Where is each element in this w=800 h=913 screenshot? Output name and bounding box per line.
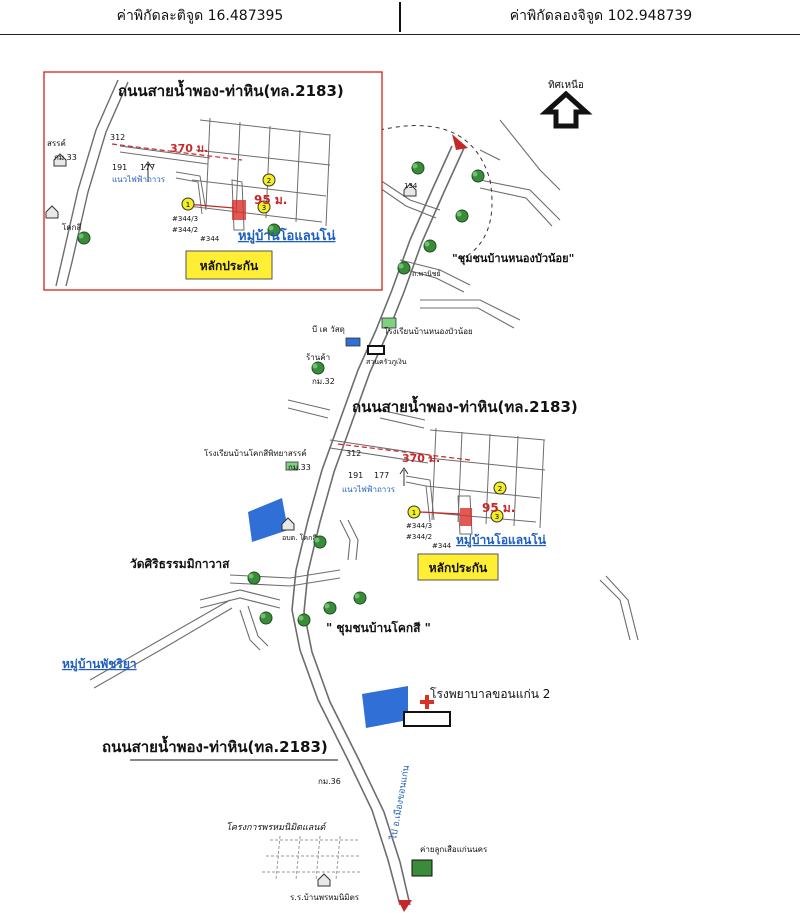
area-arc (379, 125, 493, 261)
hospital-label: โรงพยาบาลขอนแก่น 2 (430, 687, 550, 701)
km-33: กม.33 (288, 463, 311, 472)
inset-school-label: สรรค์ (47, 138, 66, 148)
coordinates-header: ค่าพิกัดละติจูด 16.487395 ค่าพิกัดลองจิจ… (0, 0, 800, 35)
inset-no-344-3: #344/3 (172, 215, 198, 223)
school-phrommanimit: ร.ร.บ้านพรหมนิมิตร (290, 893, 360, 902)
inset-collateral-box (185, 250, 273, 280)
north-arrow-icon (539, 90, 593, 129)
village-phatchariya: หมู่บ้านพัชริยา (62, 657, 137, 672)
inset-road-label: ถนนสายน้ำพอง-ท่าหิน(ทล.2183) (118, 79, 344, 100)
to-khon-kaen-label: ไป อ.เมืองขอนแก่น (388, 764, 412, 841)
north-label: ทิศเหนือ (548, 79, 584, 91)
header-divider (399, 2, 401, 32)
khok-si-office: อบต. โคกสี (282, 533, 317, 542)
gas-station-label: บี เค วัสดุ (312, 325, 345, 334)
inset-distance-95: 95 ม. (254, 193, 287, 207)
no-134: 134 (404, 182, 418, 190)
inset-distance-370: 370 ม. (170, 142, 208, 155)
project-grid (262, 835, 360, 881)
inset-marker-3: 3 (262, 204, 266, 212)
hospital-block (403, 711, 451, 727)
site-plot-highlight (460, 508, 472, 526)
site-power-line: แนวไฟฟ้าถาวร (342, 485, 396, 494)
site-no-177: 177 (374, 471, 389, 480)
school-khok-si: โรงเรียนบ้านโคกสีพิทยาสรรค์ (204, 448, 307, 458)
side-roads (89, 119, 639, 689)
site-no-191: 191 (348, 471, 363, 480)
temple-label: วัดศิริธรรมมิกาวาส (130, 557, 230, 571)
site-marker-2: 2 (498, 485, 502, 493)
khok-si-building (248, 498, 288, 542)
km-36: กม.36 (318, 777, 341, 786)
garden-label: สวนครัวภูเงิน (366, 358, 407, 366)
project-label: โครงการพรหมนิมิตแลนด์ (226, 821, 327, 833)
camp-label: ค่ายลูกเสือแก่นนคร (420, 845, 488, 855)
inset-no-177: 177 (140, 163, 155, 172)
site-no-344-3: #344/3 (406, 522, 432, 530)
site-collateral-label: หลักประกัน (429, 561, 488, 575)
camp-icon (411, 859, 433, 877)
site-detail (405, 427, 546, 535)
community-khok-si: " ชุมชนบ้านโคกสี " (326, 620, 431, 636)
site-distance-370: 370 ม. (402, 452, 440, 465)
main-road (291, 145, 465, 906)
road-label-south: ถนนสายน้ำพอง-ท่าหิน(ทล.2183) (102, 735, 328, 756)
inset-no-312: 312 (110, 133, 125, 142)
inset-collateral-label: หลักประกัน (200, 259, 259, 273)
hospital-cross-icon (420, 695, 434, 709)
km-32: กม.32 (312, 377, 335, 386)
inset-marker-2: 2 (267, 177, 271, 185)
inset-plot-highlight (232, 200, 246, 220)
site-distance-95: 95 ม. (482, 501, 515, 515)
shop-label: ร้านค้า (306, 353, 330, 362)
site-marker-3: 3 (495, 513, 499, 521)
site-village-label: หมู่บ้านโอแลนโน่ (456, 532, 547, 548)
inset-no-191: 191 (112, 163, 127, 172)
hospital-building (362, 686, 408, 728)
latitude-cell: ค่าพิกัดละติจูด 16.487395 (116, 8, 284, 24)
inset-map: 2 3 1 (45, 79, 331, 287)
inset-power-line: แนวไฟฟ้าถาวร (112, 175, 166, 184)
inset-no-344-2: #344/2 (172, 226, 198, 234)
site-no-312: 312 (346, 449, 361, 458)
site-collateral-box (417, 553, 499, 581)
inset-village-label: หมู่บ้านโอแลนโน่ (238, 227, 336, 244)
north-end-arrow (452, 134, 468, 150)
inset-km-33: กม.33 (54, 153, 77, 162)
inset-khok-si: โคกสี (62, 222, 81, 232)
inset-no-344: #344 (200, 235, 220, 243)
site-marker-1: 1 (412, 509, 416, 517)
site-no-344: #344 (432, 542, 452, 550)
community-nong-bua-noi: "ชุมชนบ้านหนองบัวน้อย" (452, 252, 574, 266)
school-nong-bua-noi: โรงเรียนบ้านหนองบัวน้อย (384, 326, 473, 336)
longitude-cell: ค่าพิกัดลองจิจูด 102.948739 (509, 8, 693, 24)
inset-marker-1: 1 (186, 201, 190, 209)
site-no-344-2: #344/2 (406, 533, 432, 541)
pha-nitchai-label: ถ.พานิชย์ (412, 270, 441, 278)
road-label-middle: ถนนสายน้ำพอง-ท่าหิน(ทล.2183) (352, 395, 578, 416)
south-end-arrow (398, 900, 412, 912)
